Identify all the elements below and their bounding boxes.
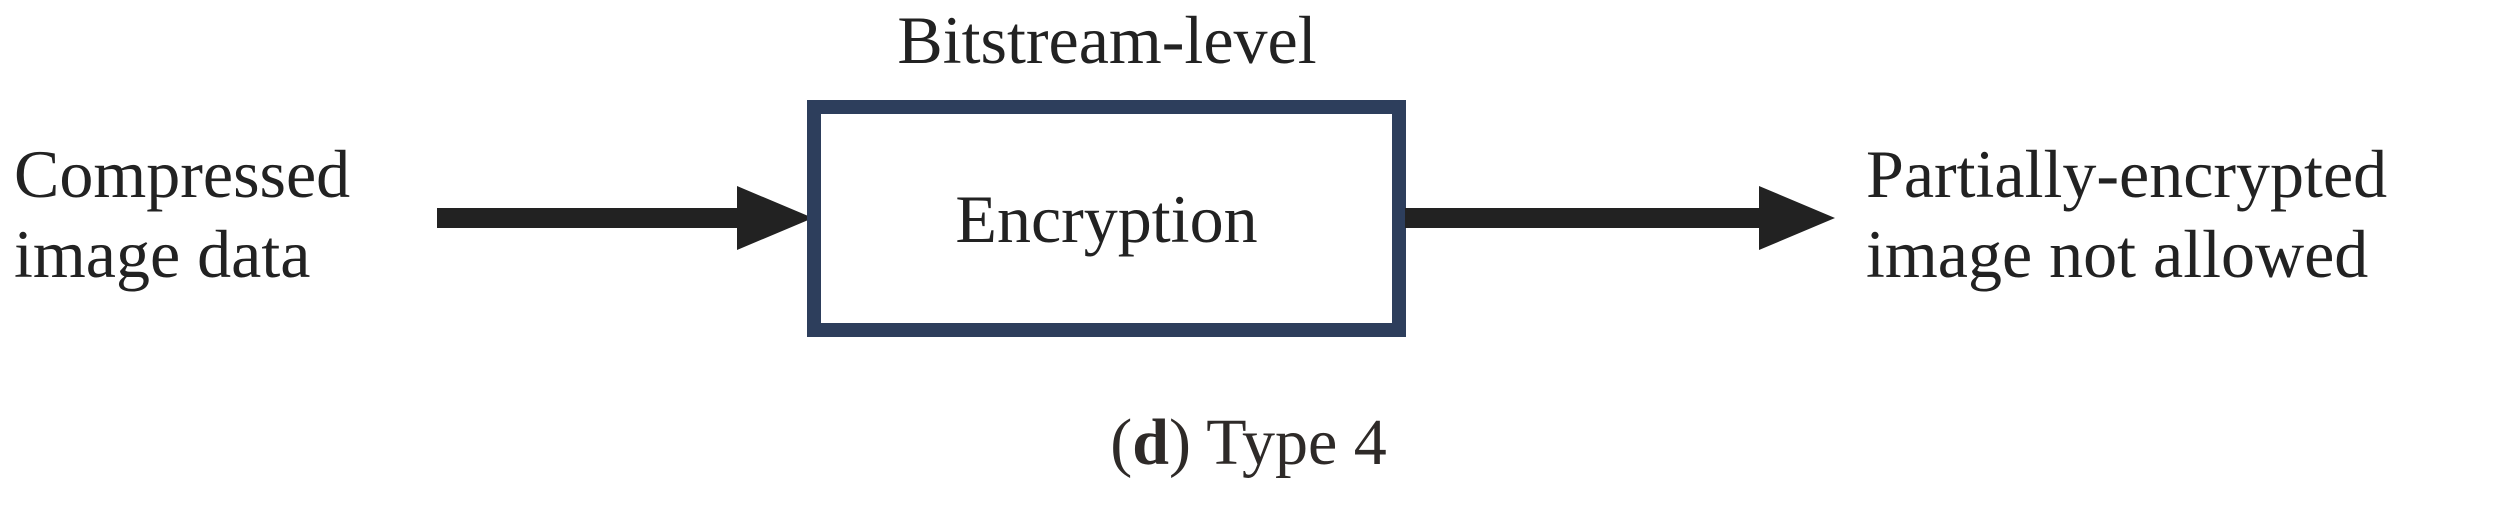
arrow-right-icon xyxy=(1405,186,1835,250)
output-label-line-1: Partially-encrypted xyxy=(1866,136,2388,212)
output-label: Partially-encrypted image not allowed xyxy=(1866,134,2387,294)
process-box-label: Encryption xyxy=(955,180,1258,257)
output-arrow xyxy=(1405,178,1835,258)
caption-open-paren: ( xyxy=(1110,406,1133,479)
input-arrow xyxy=(437,178,813,258)
output-label-line-2: image not allowed xyxy=(1866,216,2369,293)
input-label-line-1: Compressed xyxy=(14,136,351,212)
figure-caption: (d) Type 4 xyxy=(0,410,2497,476)
input-label-line-2: image data xyxy=(14,216,311,293)
caption-letter: d xyxy=(1132,406,1169,479)
process-box-title: Bitstream-level xyxy=(897,2,1317,78)
caption-text: ) Type 4 xyxy=(1168,406,1387,479)
arrow-right-icon xyxy=(437,186,813,250)
input-label: Compressed image data xyxy=(14,134,350,294)
encryption-process-box: Encryption xyxy=(807,100,1406,337)
